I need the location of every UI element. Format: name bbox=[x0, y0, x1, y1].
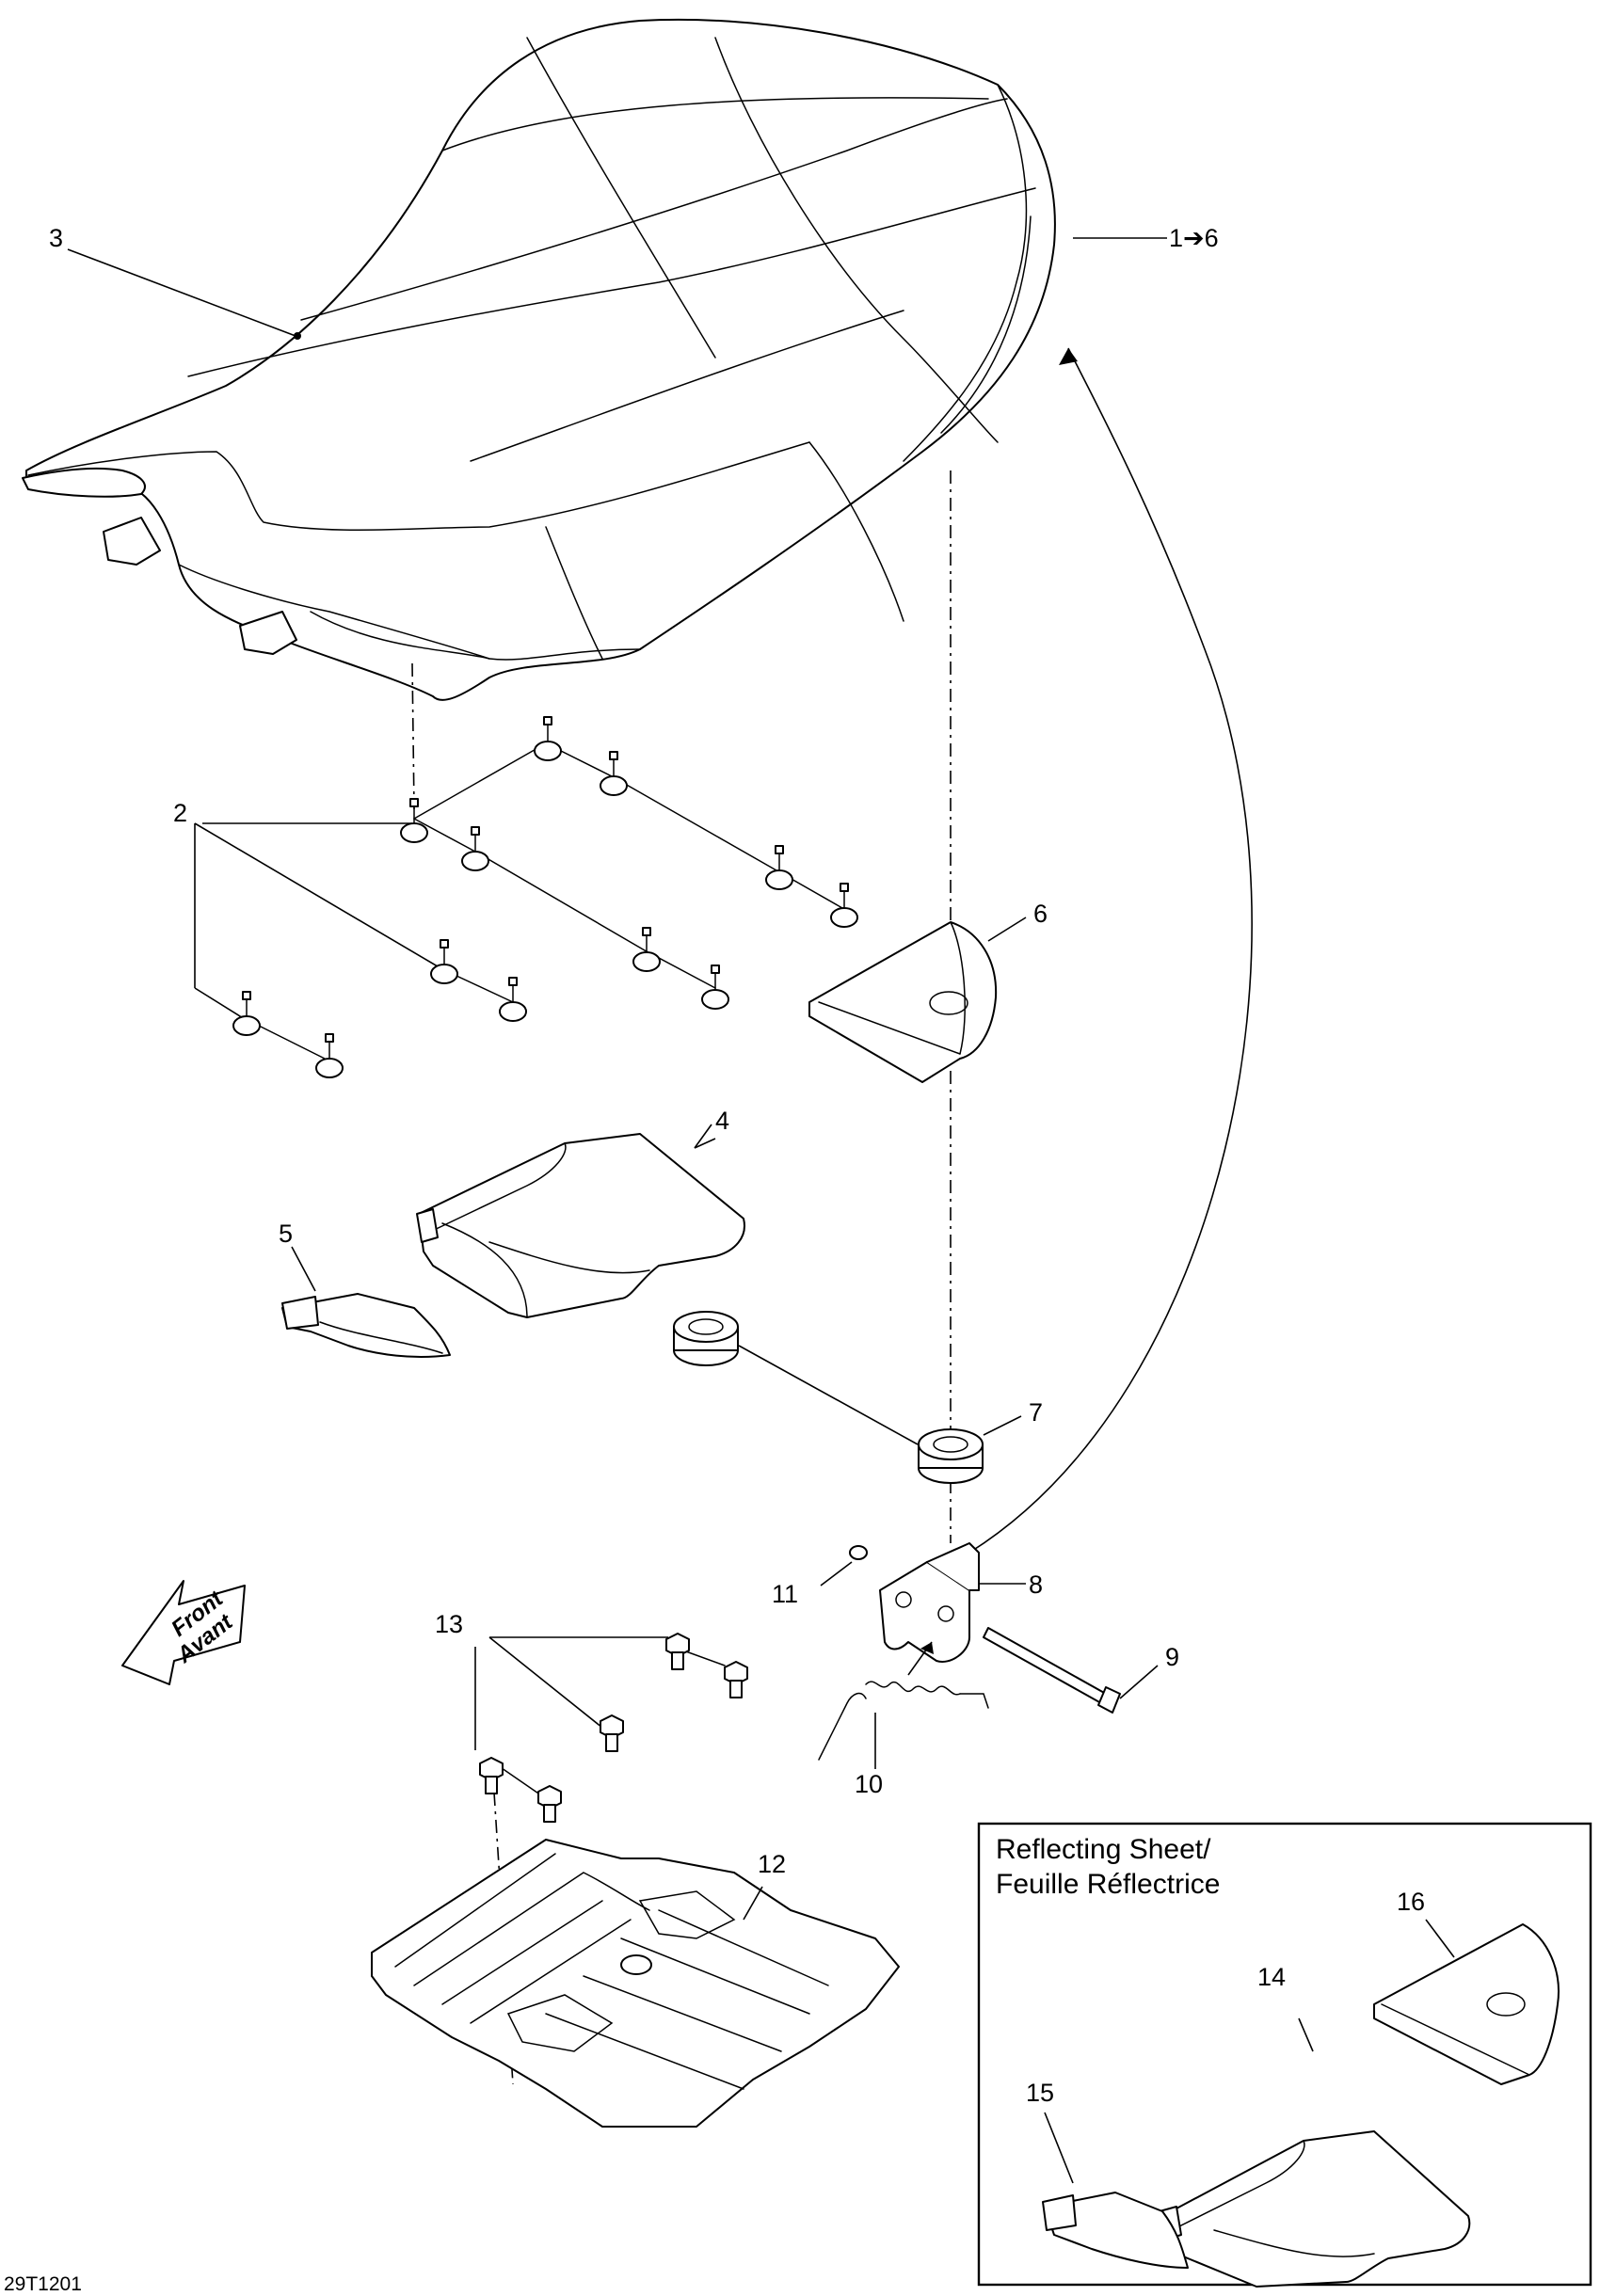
callout-4: 4 bbox=[715, 1107, 729, 1135]
part-5-deflector bbox=[281, 1246, 451, 1358]
callout-2: 2 bbox=[173, 799, 187, 827]
callout-12: 12 bbox=[758, 1850, 786, 1878]
callout-6: 6 bbox=[1033, 900, 1048, 928]
part-10-spring bbox=[818, 1681, 989, 1769]
inset-title-en: Reflecting Sheet/ bbox=[996, 1834, 1211, 1865]
part-9-pin bbox=[983, 1627, 1159, 1714]
bumper-4 bbox=[461, 826, 489, 871]
reflecting-sheet-inset: Reflecting Sheet/ Feuille Réflectrice bbox=[977, 1822, 1592, 2288]
bumper-12 bbox=[315, 1033, 344, 1078]
reference-code: 29T1201 bbox=[4, 2273, 82, 2295]
bumper-6 bbox=[830, 883, 858, 928]
bumper-5 bbox=[765, 845, 793, 890]
callout-13: 13 bbox=[435, 1610, 463, 1638]
bumper-11 bbox=[232, 991, 261, 1036]
callout-7: 7 bbox=[1029, 1398, 1043, 1427]
callout-10: 10 bbox=[855, 1770, 883, 1798]
part-7-grommet bbox=[673, 1311, 1022, 1484]
front-direction-arrow: Front Avant bbox=[121, 1580, 246, 1685]
seat-bumpers bbox=[194, 716, 858, 1078]
bumper-2 bbox=[534, 716, 562, 761]
bumper-8 bbox=[499, 977, 527, 1022]
callout-14: 14 bbox=[1257, 1963, 1286, 1991]
seat-assembly bbox=[22, 18, 1056, 701]
part-11-washer bbox=[820, 1545, 868, 1586]
bumper-10 bbox=[701, 965, 729, 1010]
callout-3: 3 bbox=[49, 224, 63, 252]
bumper-9 bbox=[632, 927, 661, 972]
bumper-3 bbox=[600, 751, 628, 796]
callout-5: 5 bbox=[279, 1220, 293, 1248]
part-4-reflector bbox=[416, 1124, 745, 1318]
callout-16: 16 bbox=[1397, 1888, 1425, 1916]
bumper-7 bbox=[430, 939, 458, 984]
bumper-1 bbox=[400, 798, 428, 843]
callout-11: 11 bbox=[772, 1580, 798, 1608]
inset-title-fr: Feuille Réflectrice bbox=[996, 1869, 1220, 1900]
part-6-shield bbox=[808, 917, 1027, 1083]
part-8-latch bbox=[879, 1542, 1026, 1676]
part-12-panel bbox=[371, 1839, 900, 2128]
callout-8: 8 bbox=[1029, 1571, 1043, 1599]
callout-9: 9 bbox=[1165, 1643, 1179, 1671]
callout-1-6: 1➔6 bbox=[1169, 224, 1219, 252]
callout-15: 15 bbox=[1026, 2079, 1054, 2107]
